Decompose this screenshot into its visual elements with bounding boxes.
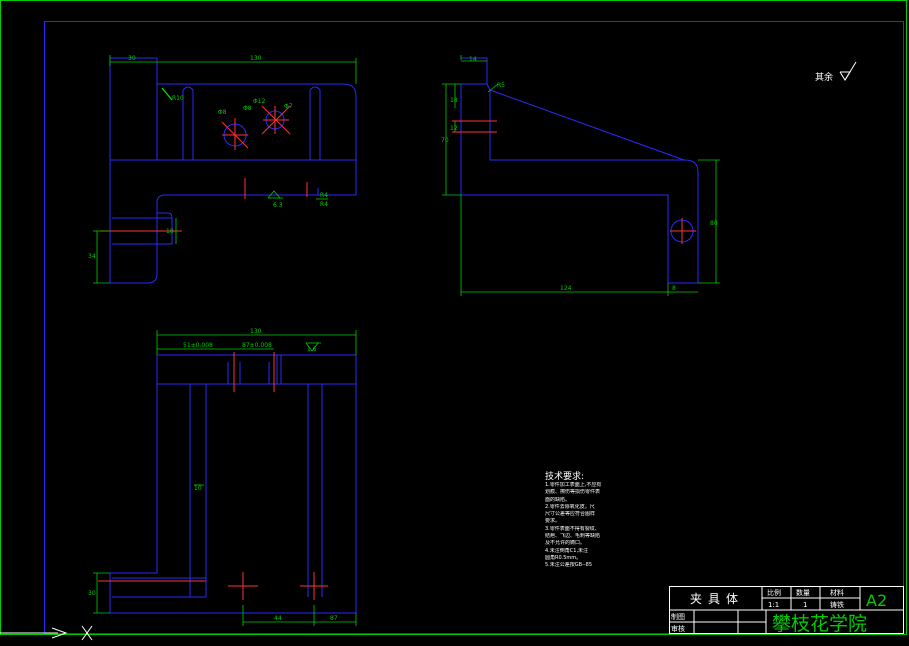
dim-r-top: R10 (172, 95, 184, 102)
title-block (669, 586, 904, 634)
tech-req-line: 结疤、飞边、毛刺等缺陷 (545, 533, 601, 540)
roughness-top: 6.3 (273, 202, 283, 209)
dim-side-v3: 12 (450, 125, 458, 132)
dim-side-top: 14 (469, 56, 477, 63)
view-bottom-labels: 130 51±0.008 87±0.008 1.6 10 30 44 87 (88, 328, 338, 622)
col-material: 材料 (830, 588, 844, 597)
tech-req-line: 1.零件加工表面上,不应有 (545, 482, 602, 488)
col-qty: 数量 (796, 588, 810, 597)
dim-side-v1: 18 (450, 97, 458, 104)
tech-req-line: 面的缺陷。 (545, 496, 571, 503)
dim-left-v: 34 (88, 253, 96, 260)
view-top-left (109, 57, 357, 284)
dim-bot-width: 130 (250, 328, 262, 335)
col-scale: 比例 (767, 588, 781, 597)
tech-req-line: 圆角R0.5mm。 (545, 554, 582, 561)
tech-req-line: 尺寸公差等应符合图样 (545, 511, 596, 518)
technical-requirements: 技术要求: 1.零件加工表面上,不应有 划痕、擦伤等损伤零件表 面的缺陷。 2.… (545, 472, 623, 570)
view-bottom-centerlines (98, 352, 328, 600)
tech-req-line: 2.零件去除氧化皮。尺 (545, 503, 595, 510)
view-top-left-labels: 30 130 R10 Φ8 Φ12 Φ7 Φ8 6.3 R4 R4 10 34 (88, 55, 328, 260)
dim-bot-tol1: 51±0.008 (183, 342, 213, 349)
scale-value: 1:1 (768, 601, 779, 609)
dim-bot-1: 44 (274, 615, 282, 622)
view-top-left-dims (93, 55, 357, 284)
tech-req-title: 技术要求: (545, 472, 585, 482)
sheet-size: A2 (866, 591, 887, 610)
dim-bot-mid: 10 (194, 485, 202, 492)
view-top-left-centerlines (100, 105, 308, 232)
tech-req-line: 要求。 (545, 518, 561, 525)
dim-bot-2: 87 (330, 615, 338, 622)
row-check: 审核 (671, 624, 685, 633)
roughness-bot: 1.6 (307, 346, 317, 353)
title-block-text: 夹具体 比例 数量 材料 1:1 1 铸铁 A2 制图 审核 攀枝花学院 (671, 588, 887, 635)
dim-hole-1: Φ8 (218, 109, 227, 116)
inner-frame (44, 21, 904, 634)
view-side-centerlines (452, 120, 696, 244)
school-name: 攀枝花学院 (772, 613, 867, 635)
dim-side-small: 8 (672, 285, 676, 292)
view-bottom (109, 354, 357, 614)
tech-req-line: 5.未注公差按GB--85 (545, 562, 593, 569)
view-side-labels: 14 R5 18 70 12 124 8 80 (441, 56, 718, 292)
view-side-dims (442, 55, 720, 296)
dim-top-width: 130 (250, 55, 262, 62)
tech-req-line: 3.零件表面不得有裂纹、 (545, 525, 600, 532)
qty-value: 1 (803, 601, 807, 609)
dim-top-left: 30 (128, 55, 136, 62)
dim-small-r: R4 (320, 192, 328, 199)
ucs-icon (0, 625, 93, 641)
dim-side-right: 80 (710, 220, 718, 227)
dim-bot-tol2: 87±0.008 (242, 342, 272, 349)
tech-req-line: 4.未注倒角C1,未注 (545, 547, 589, 554)
part-name: 夹具体 (690, 592, 744, 606)
dim-side-bottom: 124 (560, 285, 572, 292)
dim-hole-3: Φ7 (284, 103, 293, 110)
dim-side-r: R5 (497, 82, 505, 89)
view-side (460, 57, 699, 284)
dim-small-r2: R4 (320, 201, 328, 208)
dim-side-v2: 70 (441, 137, 449, 144)
surface-finish-note: 其余 (815, 71, 833, 83)
dim-left-h: 10 (166, 228, 174, 235)
view-bottom-dims (93, 330, 357, 626)
dim-hole-2: Φ12 (253, 98, 266, 105)
row-draw: 制图 (671, 612, 685, 621)
material-value: 铸铁 (830, 600, 844, 609)
surface-finish-symbol (839, 61, 857, 81)
tech-req-line: 划痕、擦伤等损伤零件表 (545, 489, 601, 496)
tech-req-line: 及不允许的铸口。 (545, 540, 586, 547)
dim-hole-4: Φ8 (243, 105, 252, 112)
dim-bot-left: 30 (88, 590, 96, 597)
